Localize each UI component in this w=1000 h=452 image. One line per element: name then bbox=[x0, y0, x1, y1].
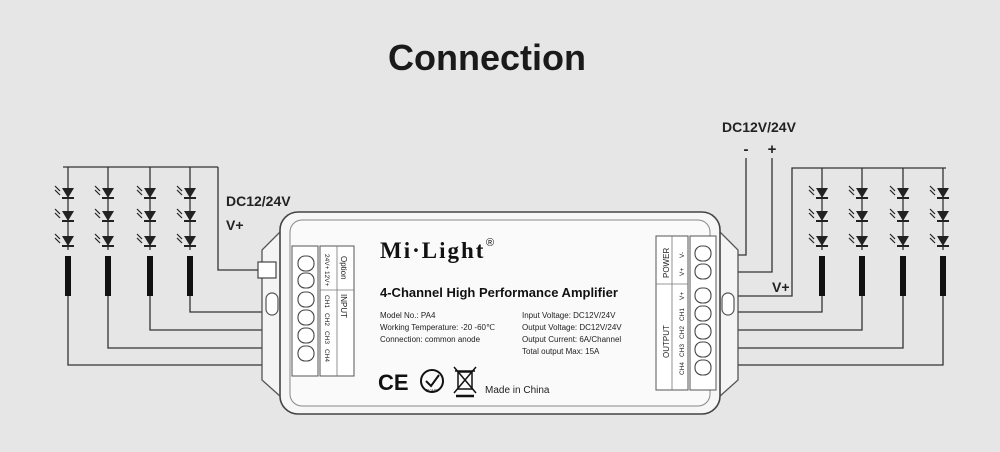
rohs-label: RoHS bbox=[426, 388, 438, 393]
input-ch4: CH4 bbox=[323, 349, 330, 362]
page-title: Connection bbox=[388, 37, 586, 78]
input-label: INPUT bbox=[339, 294, 348, 318]
spec-connection: Connection: common anode bbox=[380, 335, 481, 344]
output-ch3: CH3 bbox=[679, 344, 686, 357]
amplifier-case bbox=[261, 211, 739, 415]
spec-output-voltage: Output Voltage: DC12V/24V bbox=[522, 323, 622, 332]
left-supply-vplus: V+ bbox=[226, 217, 244, 233]
made-in: Made in China bbox=[485, 385, 550, 396]
output-label: OUTPUT bbox=[662, 325, 671, 358]
power-label: POWER bbox=[662, 248, 671, 278]
output-vplus: V+ bbox=[679, 292, 686, 300]
option-label: Option bbox=[339, 256, 348, 280]
left-led-strings bbox=[54, 185, 197, 296]
spec-total-output: Total output Max: 15A bbox=[522, 347, 600, 356]
spec-input-voltage: Input Voltage: DC12V/24V bbox=[522, 311, 616, 320]
option-24v: 24V+ bbox=[323, 254, 330, 270]
output-ch1: CH1 bbox=[679, 308, 686, 321]
option-12v: 12V+ bbox=[323, 271, 330, 287]
power-vminus: V- bbox=[679, 252, 686, 258]
left-supply-voltage: DC12/24V bbox=[226, 193, 291, 209]
input-ch3: CH3 bbox=[323, 331, 330, 344]
input-label-panel: Option 24V+ 12V+ INPUT CH1 CH2 CH3 CH4 bbox=[319, 245, 355, 377]
output-ch4: CH4 bbox=[679, 362, 686, 375]
right-supply-vplus: V+ bbox=[772, 279, 790, 295]
spec-model: Model No.: PA4 bbox=[380, 311, 436, 320]
right-led-strings bbox=[808, 185, 950, 296]
ce-mark: CE bbox=[378, 370, 409, 395]
input-ch2: CH2 bbox=[323, 313, 330, 326]
right-supply-voltage: DC12V/24V bbox=[722, 119, 797, 135]
right-supply-minus: - bbox=[744, 141, 749, 158]
registered-mark: ® bbox=[486, 237, 494, 249]
input-terminal-block bbox=[257, 245, 319, 377]
spec-temperature: Working Temperature: -20 -60℃ bbox=[380, 323, 495, 332]
spec-output-current: Output Current: 6A/Channel bbox=[522, 335, 621, 344]
rohs-icon: RoHS bbox=[420, 369, 444, 393]
output-terminal-block bbox=[689, 235, 717, 391]
output-ch2: CH2 bbox=[679, 326, 686, 339]
weee-bin-icon bbox=[453, 366, 477, 398]
brand-name: Mi·Light bbox=[380, 238, 485, 263]
power-vplus: V+ bbox=[679, 268, 686, 276]
input-ch1: CH1 bbox=[323, 295, 330, 308]
brand-logo: Mi·Light ® bbox=[380, 237, 494, 263]
device-name: 4-Channel High Performance Amplifier bbox=[380, 285, 618, 300]
output-label-panel: POWER V- V+ OUTPUT V+ CH1 CH2 CH3 CH4 bbox=[655, 235, 689, 391]
right-supply-plus: + bbox=[768, 141, 777, 158]
